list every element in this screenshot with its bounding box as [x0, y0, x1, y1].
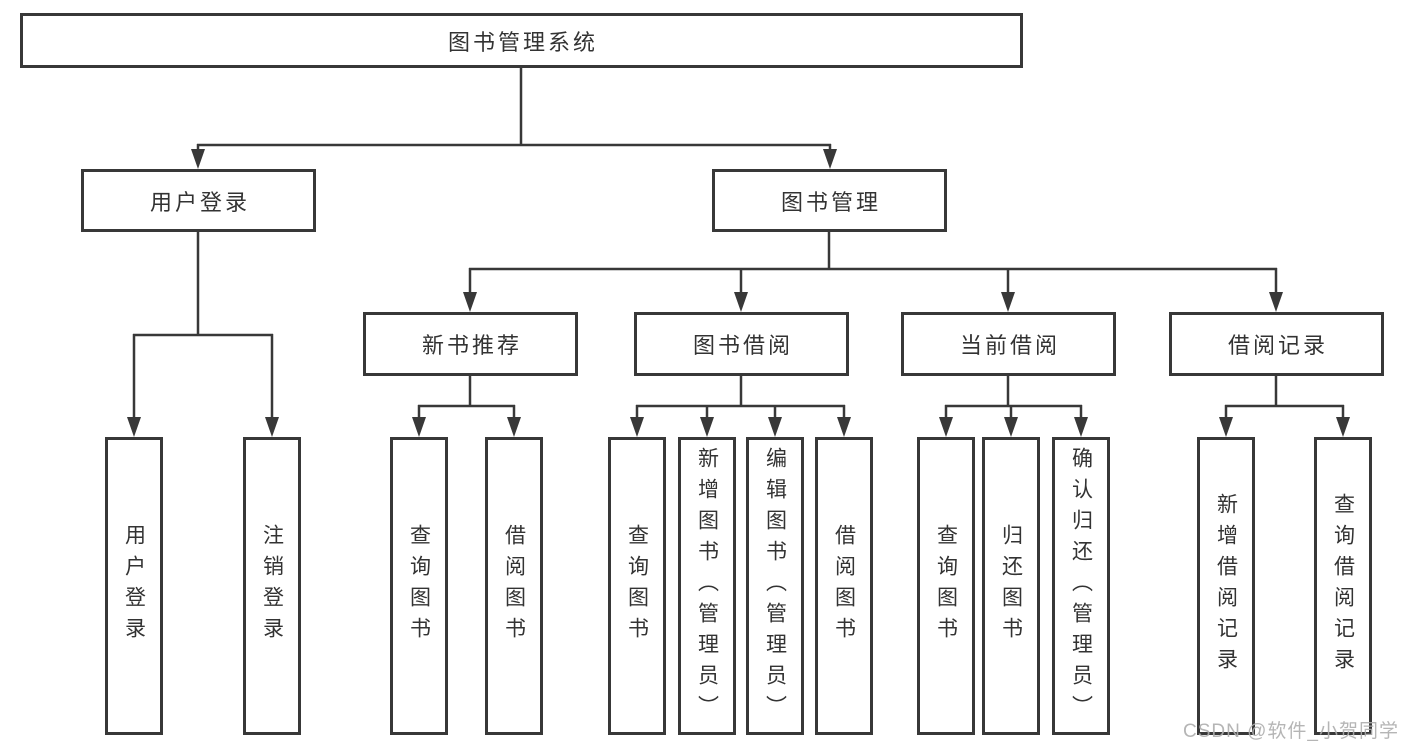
- node-label: 用户登录: [149, 189, 250, 215]
- leaf-user-login: 用户登录: [105, 437, 163, 735]
- node-label: 借阅记录: [1227, 333, 1328, 358]
- node-label: 新增图书（管理员）: [695, 446, 719, 726]
- node-book-management: 图书管理: [712, 169, 947, 232]
- leaf-logout: 注销登录: [243, 437, 301, 735]
- node-label: 注销登录: [260, 524, 284, 648]
- node-label: 查询图书: [625, 524, 649, 648]
- arrowheads: [127, 149, 1350, 437]
- leaf-borrowing-edit-books-admin: 编辑图书（管理员）: [746, 437, 804, 735]
- csdn-watermark: CSDN @软件_小贺同学: [1183, 721, 1399, 742]
- node-borrowing-records: 借阅记录: [1169, 312, 1384, 376]
- leaf-records-query-borrow-record: 查询借阅记录: [1314, 437, 1372, 735]
- leaf-current-confirm-return-admin: 确认归还（管理员）: [1052, 437, 1110, 735]
- leaf-recommend-borrow-books: 借阅图书: [485, 437, 543, 735]
- node-label: 图书管理系统: [447, 29, 598, 55]
- leaf-recommend-query-books: 查询图书: [390, 437, 448, 735]
- leaf-current-return-books: 归还图书: [982, 437, 1040, 735]
- node-label: 当前借阅: [959, 333, 1060, 358]
- node-label: 新书推荐: [421, 333, 522, 358]
- node-label: 查询图书: [934, 524, 958, 648]
- node-label: 图书借阅: [692, 333, 793, 358]
- leaf-borrowing-borrow-books: 借阅图书: [815, 437, 873, 735]
- node-label: 借阅图书: [832, 524, 856, 648]
- node-label: 新增借阅记录: [1214, 493, 1238, 679]
- node-label: 编辑图书（管理员）: [763, 446, 787, 726]
- node-label: 确认归还（管理员）: [1069, 446, 1093, 726]
- node-label: 借阅图书: [502, 524, 526, 648]
- leaf-borrowing-query-books: 查询图书: [608, 437, 666, 735]
- node-new-book-recommend: 新书推荐: [363, 312, 578, 376]
- node-label: 图书管理: [780, 189, 881, 215]
- node-book-borrowing: 图书借阅: [634, 312, 849, 376]
- node-label: 用户登录: [122, 524, 146, 648]
- node-user-login: 用户登录: [81, 169, 316, 232]
- node-label: 归还图书: [999, 524, 1023, 648]
- node-label: 查询图书: [407, 524, 431, 648]
- leaf-records-add-borrow-record: 新增借阅记录: [1197, 437, 1255, 735]
- node-root-system: 图书管理系统: [20, 13, 1023, 68]
- node-current-borrowing: 当前借阅: [901, 312, 1116, 376]
- leaf-borrowing-add-books-admin: 新增图书（管理员）: [678, 437, 736, 735]
- leaf-current-query-books: 查询图书: [917, 437, 975, 735]
- node-label: 查询借阅记录: [1331, 493, 1355, 679]
